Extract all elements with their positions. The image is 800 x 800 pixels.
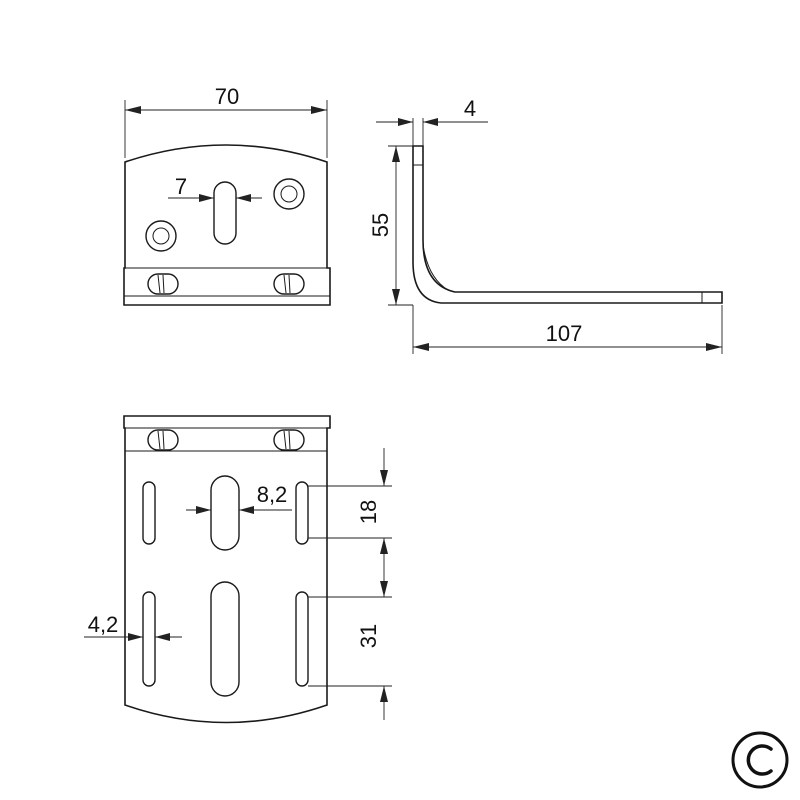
- plan-view-rib-right: [273, 429, 305, 451]
- dim-7-arrow-left: [199, 194, 214, 202]
- dim-70-label: 70: [215, 84, 239, 109]
- dim-4-2-arrow-right: [155, 633, 170, 641]
- side-view-bend-inner: [422, 244, 449, 291]
- dim-55-arrow-top: [392, 146, 400, 162]
- front-view-hole-left-inner: [152, 227, 170, 245]
- dim-18-label: 18: [356, 500, 381, 524]
- front-view-rib-left: [147, 273, 179, 295]
- plan-slot-lower-right: [295, 591, 309, 687]
- dim-31-label: 31: [356, 624, 381, 648]
- plan-slot-lower-left: [142, 591, 156, 687]
- front-view-slot: [213, 181, 237, 245]
- plan-view: 8,2 18 31 4,2: [84, 415, 392, 724]
- side-view-outline: [412, 145, 723, 304]
- plan-slot-upper-left: [142, 481, 156, 545]
- dim-7-label: 7: [175, 174, 187, 199]
- dim-8-2-arrow-left: [196, 506, 211, 514]
- dim-18-arrow-bottom: [380, 538, 388, 554]
- dim-4-arrow-right: [423, 118, 438, 126]
- plan-view-rib-left: [147, 429, 179, 451]
- front-view: 70 7: [123, 84, 331, 306]
- plan-slot-lower-center: [210, 581, 240, 697]
- dim-7-arrow-right: [236, 194, 251, 202]
- dim-8-2-label: 8,2: [257, 482, 288, 507]
- dim-107-arrow-right: [706, 343, 722, 351]
- plan-slot-upper-right: [295, 481, 309, 545]
- dim-70-arrow-right: [311, 106, 327, 114]
- copyright-icon: [731, 731, 789, 789]
- dim-4-2-arrow-left: [128, 633, 143, 641]
- plan-slot-upper-center: [210, 475, 240, 551]
- front-view-hole-right: [273, 178, 305, 210]
- dim-55-arrow-bottom: [392, 289, 400, 305]
- dim-4-label: 4: [464, 96, 476, 121]
- dim-4-2-label: 4,2: [88, 612, 119, 637]
- side-view: 4 55 107: [368, 96, 723, 354]
- dim-70-arrow-left: [125, 106, 141, 114]
- dim-55-label: 55: [368, 213, 393, 237]
- front-view-hole-left: [145, 220, 177, 252]
- dim-107-arrow-left: [413, 343, 429, 351]
- plan-view-outline: [123, 415, 331, 724]
- dim-31-arrow-top: [380, 581, 388, 597]
- dim-4-arrow-left: [398, 118, 413, 126]
- dim-18-arrow-top: [380, 470, 388, 486]
- dim-107-label: 107: [546, 321, 583, 346]
- front-view-hole-right-inner: [280, 185, 298, 203]
- front-view-outline: [123, 144, 331, 306]
- dim-8-2-arrow-right: [239, 506, 254, 514]
- dim-31-arrow-bottom: [380, 686, 388, 702]
- front-view-rib-right: [273, 273, 305, 295]
